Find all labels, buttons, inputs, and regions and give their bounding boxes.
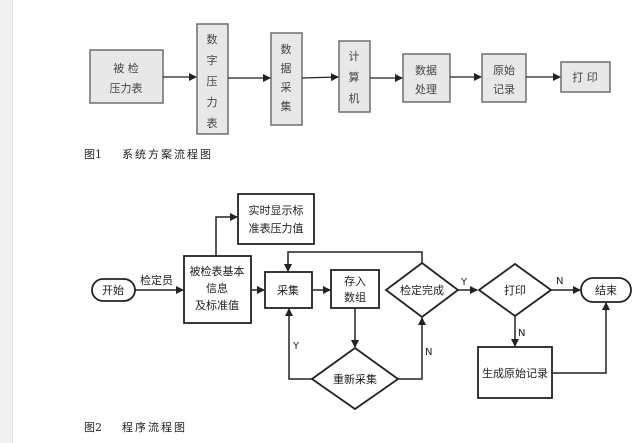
node-data-processing: 数据 处理 [402, 53, 451, 103]
arrow [398, 317, 426, 380]
node-tested-gauge: 被 检 压力表 [89, 49, 164, 104]
node-label: 采 [281, 81, 292, 94]
node-start: 开始 [91, 278, 136, 302]
edge-label-no: N [556, 276, 563, 287]
figure1-caption-number: 图1 [84, 148, 102, 161]
node-label: 原始 [493, 63, 515, 77]
node-label: 表 [207, 116, 218, 130]
node-label: 实时显示标 [249, 203, 304, 217]
page-margin [0, 0, 13, 443]
node-label: 数组 [344, 290, 366, 304]
node-realtime-display: 实时显示标 准表压力值 [237, 193, 315, 245]
node-computer: 计 算 机 [338, 40, 371, 113]
arrow [285, 308, 312, 380]
node-label: 准表压力值 [249, 221, 304, 235]
node-recollect: 重新采集 [310, 346, 400, 411]
node-label: 据 [281, 61, 292, 75]
node-label: 字 [207, 53, 218, 67]
node-label: 打 印 [572, 70, 598, 84]
node-end: 结束 [580, 277, 632, 303]
node-label: 数据 [415, 63, 437, 77]
arrow [301, 73, 339, 82]
arrow [552, 302, 610, 374]
node-label: 生成原始记录 [482, 366, 548, 380]
node-data-acquisition: 数 据 采 集 [270, 32, 303, 126]
node-basic-info: 被检表基本 信息 及标准值 [183, 255, 252, 324]
node-label: 及标准值 [195, 298, 239, 312]
node-generate-record: 生成原始记录 [477, 346, 553, 399]
node-print-decision: 打印 [477, 262, 553, 318]
edge-label-inspector: 检定员 [140, 273, 173, 287]
node-raw-record: 原始 记录 [481, 53, 527, 103]
node-label: 采集 [277, 283, 299, 297]
figure2-program-flowchart: 开始 检定员 被检表基本 信息 及标准值 实时显示标 准表压力值 采集 存入 [84, 193, 632, 434]
node-label: 重新采集 [333, 372, 377, 386]
node-label: 结束 [595, 284, 617, 297]
figure1-system-flowchart: 被 检 压力表 数 字 压 力 表 数 据 采 集 计 算 机 数据 处理 [84, 23, 611, 161]
node-label: 被检表基本 [190, 264, 245, 278]
node-label: 检定完成 [400, 283, 444, 297]
node-label: 数 [207, 33, 218, 46]
node-print: 打 印 [560, 61, 611, 93]
edge-label-no: N [425, 347, 432, 358]
figure1-caption-title: 系统方案流程图 [122, 147, 213, 161]
figure2-caption-number: 图2 [84, 421, 102, 434]
node-label: 机 [349, 91, 360, 105]
node-label: 数 [281, 43, 292, 56]
figure2-caption-title: 程序流程图 [122, 420, 187, 434]
node-label: 压 [207, 75, 218, 88]
arrow [215, 213, 238, 256]
edge-label-yes: Y [292, 341, 300, 352]
node-label: 力 [207, 96, 218, 109]
node-label: 被 检 [113, 61, 139, 75]
node-digital-gauge: 数 字 压 力 表 [196, 23, 229, 135]
node-label: 集 [281, 99, 292, 113]
node-label: 算 [349, 70, 360, 84]
node-label: 存入 [344, 274, 366, 288]
node-label: 信息 [206, 281, 228, 295]
node-label: 处理 [415, 83, 437, 96]
node-label: 计 [349, 50, 360, 63]
edge-label-no: N [518, 328, 525, 339]
node-label: 压力表 [110, 81, 143, 95]
node-label: 开始 [102, 283, 124, 297]
node-label: 记录 [493, 83, 515, 96]
arrow [284, 251, 423, 272]
node-verify-done: 检定完成 [384, 261, 460, 319]
node-store: 存入 数组 [330, 269, 380, 309]
node-label: 打印 [504, 283, 526, 297]
edge-label-yes: Y [460, 277, 468, 288]
node-collect: 采集 [264, 271, 313, 309]
